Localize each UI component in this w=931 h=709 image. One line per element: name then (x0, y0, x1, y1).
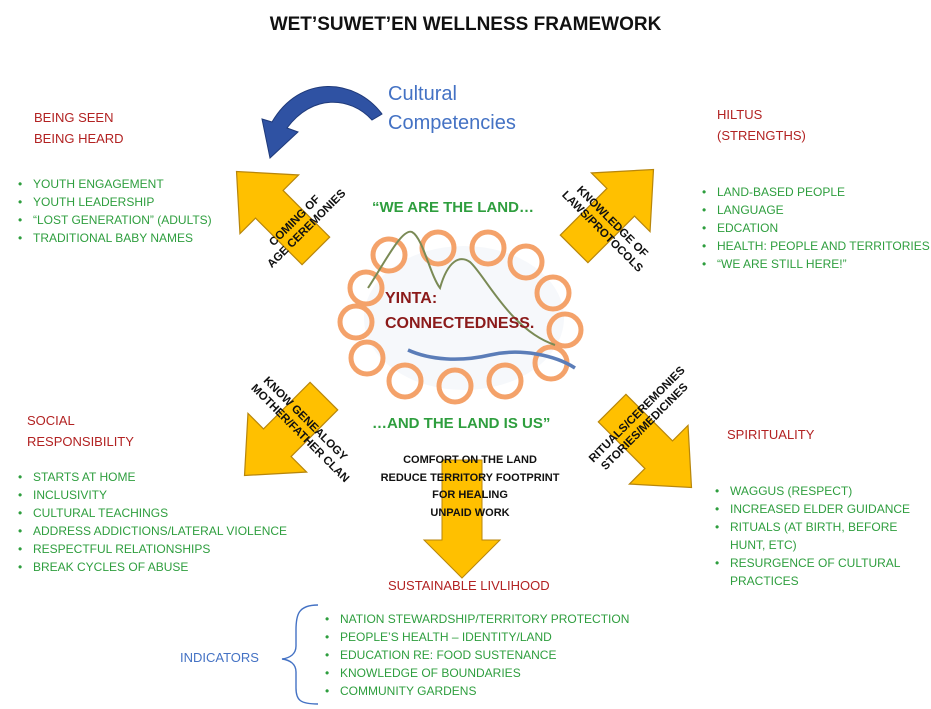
social-list: STARTS AT HOME INCLUSIVITY CULTURAL TEAC… (16, 468, 287, 576)
list-item: BREAK CYCLES OF ABUSE (16, 558, 287, 576)
connectedness-line: CONNECTEDNESS. (385, 315, 535, 332)
cultural-competencies-label: Cultural Competencies (388, 80, 516, 138)
list-item: LANGUAGE (700, 201, 930, 219)
center-list-item: REDUCE TERRITORY FOOTPRINT (380, 471, 560, 484)
list-item: CULTURAL TEACHINGS (16, 504, 287, 522)
list-item: LAND-BASED PEOPLE (700, 183, 930, 201)
responsibility-line: RESPONSIBILITY (27, 434, 134, 449)
indicators-list: NATION STEWARDSHIP/TERRITORY PROTECTION … (323, 610, 629, 700)
comfort-on-land-list: COMFORT ON THE LAND REDUCE TERRITORY FOO… (360, 452, 580, 522)
being-seen-heading: BEING SEEN BEING HEARD (34, 107, 124, 149)
list-item: KNOWLEDGE OF BOUNDARIES (323, 664, 629, 682)
page-title: WET’SUWET’EN WELLNESS FRAMEWORK (269, 14, 662, 35)
hiltus-heading: HILTUS (STRENGTHS) (717, 104, 806, 146)
being-seen-list: YOUTH ENGAGEMENT YOUTH LEADERSHIP “LOST … (16, 175, 212, 247)
list-item: EDCATION (700, 219, 930, 237)
list-item: INCREASED ELDER GUIDANCE (713, 500, 923, 518)
list-item: RESURGENCE OF CULTURAL PRACTICES (713, 554, 923, 590)
list-item: RESPECTFUL RELATIONSHIPS (16, 540, 287, 558)
river-line-icon (407, 348, 576, 370)
center-list-item: COMFORT ON THE LAND (403, 454, 537, 466)
being-seen-line: BEING SEEN (34, 110, 114, 125)
brace-icon (281, 604, 319, 705)
center-list-item: UNPAID WORK (430, 506, 510, 519)
list-item: YOUTH LEADERSHIP (16, 193, 212, 211)
land-is-us-slogan: …AND THE LAND IS US” (372, 415, 551, 432)
list-item: EDUCATION RE: FOOD SUSTENANCE (323, 646, 629, 664)
list-item: HEALTH: PEOPLE AND TERRITORIES (700, 237, 930, 255)
list-item: “LOST GENERATION” (ADULTS) (16, 211, 212, 229)
curved-arrow-icon (261, 86, 383, 159)
list-item: YOUTH ENGAGEMENT (16, 175, 212, 193)
hiltus-list: LAND-BASED PEOPLE LANGUAGE EDCATION HEAL… (700, 183, 930, 273)
list-item: “WE ARE STILL HERE!” (700, 255, 930, 273)
being-heard-line: BEING HEARD (34, 131, 124, 146)
indicators-label: INDICATORS (180, 650, 259, 665)
strengths-line: (STRENGTHS) (717, 128, 806, 143)
hiltus-line: HILTUS (717, 107, 763, 122)
cultural-line-1: Cultural (388, 83, 457, 105)
we-are-the-land-slogan: “WE ARE THE LAND… (372, 199, 534, 216)
social-line: SOCIAL (27, 413, 75, 428)
cultural-line-2: Competencies (388, 112, 516, 134)
list-item: WAGGUS (RESPECT) (713, 482, 923, 500)
spirituality-heading: SPIRITUALITY (727, 427, 815, 442)
list-item: STARTS AT HOME (16, 468, 287, 486)
list-item: TRADITIONAL BABY NAMES (16, 229, 212, 247)
list-item: COMMUNITY GARDENS (323, 682, 629, 700)
list-item: ADDRESS ADDICTIONS/LATERAL VIOLENCE (16, 522, 287, 540)
list-item: INCLUSIVITY (16, 486, 287, 504)
arrow-knowledge-of-laws-icon (544, 139, 684, 279)
social-responsibility-heading: SOCIAL RESPONSIBILITY (27, 410, 134, 452)
list-item: PEOPLE’S HEALTH – IDENTITY/LAND (323, 628, 629, 646)
yinta-line: YINTA: (385, 290, 438, 307)
list-item: RITUALS (AT BIRTH, BEFORE HUNT, ETC) (713, 518, 923, 554)
list-item: NATION STEWARDSHIP/TERRITORY PROTECTION (323, 610, 629, 628)
mountain-line-icon (367, 230, 556, 346)
spirituality-list: WAGGUS (RESPECT) INCREASED ELDER GUIDANC… (713, 482, 923, 590)
sustainable-livelihood-heading: SUSTAINABLE LIVLIHOOD (388, 578, 550, 593)
center-list-item: FOR HEALING (432, 489, 508, 501)
yinta-label: YINTA: CONNECTEDNESS. (385, 286, 534, 336)
